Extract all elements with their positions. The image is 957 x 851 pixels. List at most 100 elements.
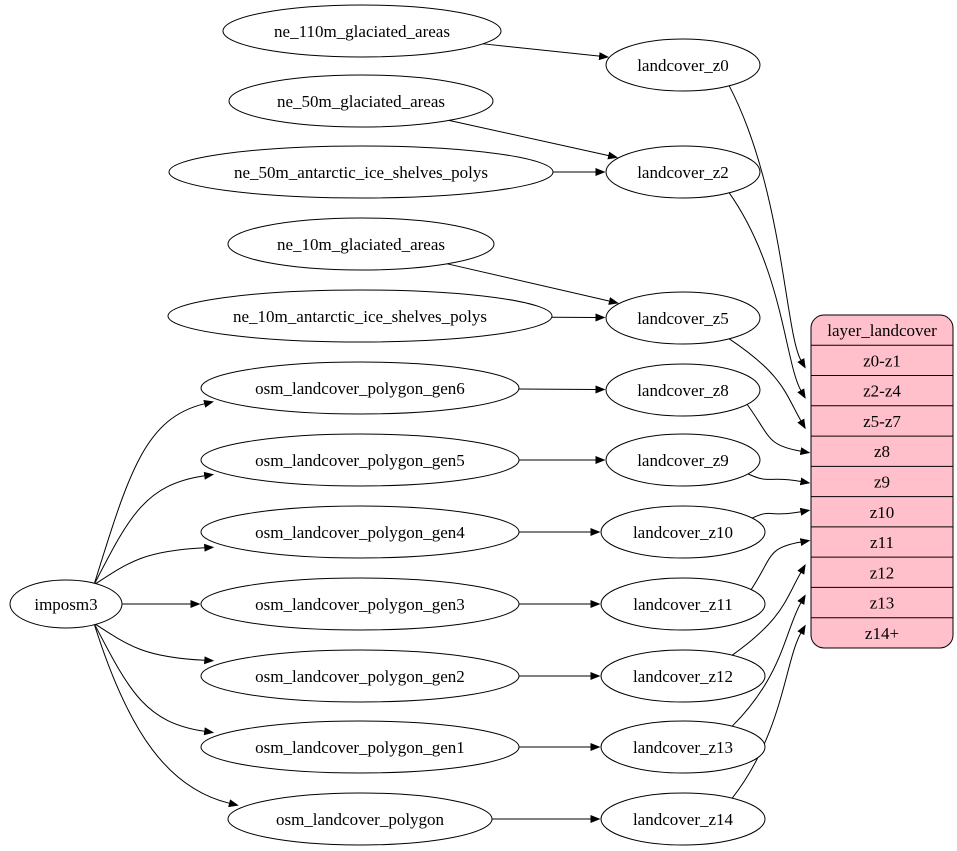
table-row-label: z14+ <box>865 624 899 643</box>
table-row-label: z8 <box>874 442 890 461</box>
node-ellipse <box>605 145 761 199</box>
node-ellipse <box>200 577 520 631</box>
edge-landcover_z0-to-row-z0-z1 <box>728 85 806 369</box>
node-ellipse <box>605 433 761 487</box>
edge-landcover_z13-to-row-z13 <box>731 594 806 727</box>
nodes-layer: imposm3 ne_110m_glaciated_areas ne_50m_gla… <box>9 4 766 846</box>
node-osm_landcover_polygon_gen3: osm_landcover_polygon_gen3 <box>200 577 520 631</box>
node-ellipse <box>600 649 766 703</box>
node-ne_50m_glaciated_areas: ne_50m_glaciated_areas <box>228 74 494 128</box>
node-label: ne_50m_glaciated_areas <box>277 92 445 111</box>
node-label: landcover_z11 <box>633 595 732 614</box>
node-landcover_z13: landcover_z13 <box>600 720 766 774</box>
edge-imposm3-to-osm_landcover_polygon_gen2 <box>93 622 215 665</box>
node-ellipse <box>605 363 761 417</box>
table-row-label: z12 <box>870 563 895 582</box>
node-label: osm_landcover_polygon_gen1 <box>255 738 465 757</box>
node-label: landcover_z2 <box>637 163 729 182</box>
node-ellipse <box>9 579 123 629</box>
node-landcover_z12: landcover_z12 <box>600 649 766 703</box>
node-osm_landcover_polygon_gen4: osm_landcover_polygon_gen4 <box>200 505 520 559</box>
table-row-label: z0-z1 <box>863 351 901 370</box>
node-label: landcover_z9 <box>637 451 729 470</box>
edge-ne_50m_glaciated_areas-to-landcover_z2 <box>448 119 619 160</box>
edge-landcover_z11-to-row-z11 <box>749 538 811 592</box>
edge-landcover_z8-to-row-z8 <box>745 402 811 456</box>
edge-landcover_z12-to-row-z12 <box>731 564 806 656</box>
node-label: landcover_z12 <box>633 667 733 686</box>
node-label: ne_10m_antarctic_ice_shelves_polys <box>233 307 487 326</box>
node-landcover_z5: landcover_z5 <box>605 291 761 345</box>
node-ellipse <box>227 792 493 846</box>
node-ellipse <box>200 505 520 559</box>
node-ellipse <box>228 74 494 128</box>
node-landcover_z10: landcover_z10 <box>600 505 766 559</box>
node-imposm3: imposm3 <box>9 579 123 629</box>
node-ellipse <box>200 361 520 415</box>
table-row-label: z11 <box>870 533 894 552</box>
node-ellipse <box>227 217 495 271</box>
edge-imposm3-to-osm_landcover_polygon_gen6 <box>93 399 214 585</box>
node-label: osm_landcover_polygon_gen2 <box>255 667 465 686</box>
node-osm_landcover_polygon_gen2: osm_landcover_polygon_gen2 <box>200 649 520 703</box>
node-landcover_z11: landcover_z11 <box>600 577 766 631</box>
node-label: osm_landcover_polygon <box>276 810 445 829</box>
edge-imposm3-to-osm_landcover_polygon <box>93 623 239 808</box>
node-ellipse <box>600 505 766 559</box>
node-landcover_z9: landcover_z9 <box>605 433 761 487</box>
node-ellipse <box>168 145 554 199</box>
node-ellipse <box>600 577 766 631</box>
node-label: osm_landcover_polygon_gen5 <box>255 451 465 470</box>
node-osm_landcover_polygon_gen5: osm_landcover_polygon_gen5 <box>200 433 520 487</box>
node-label: landcover_z14 <box>633 810 734 829</box>
node-ellipse <box>200 720 520 774</box>
node-label: osm_landcover_polygon_gen6 <box>255 379 465 398</box>
node-landcover_z2: landcover_z2 <box>605 145 761 199</box>
table-layer: layer_landcoverz0-z1z2-z4z5-z7z8z9z10z11… <box>810 314 954 649</box>
node-landcover_z8: landcover_z8 <box>605 363 761 417</box>
node-label: osm_landcover_polygon_gen4 <box>255 523 465 542</box>
edges-layer <box>93 43 811 823</box>
node-ellipse <box>605 291 761 345</box>
edge-landcover_z14-to-row-z14+ <box>731 624 806 799</box>
table-row-label: z9 <box>874 472 890 491</box>
table-row-label: z10 <box>870 503 895 522</box>
edge-landcover_z2-to-row-z2-z4 <box>728 192 806 399</box>
node-ne_10m_antarctic_ice_shelves_polys: ne_10m_antarctic_ice_shelves_polys <box>167 289 553 343</box>
edge-imposm3-to-osm_landcover_polygon_gen1 <box>93 622 215 736</box>
node-landcover_z14: landcover_z14 <box>600 792 766 846</box>
edge-landcover_z10-to-row-z10 <box>750 507 811 520</box>
table-title: layer_landcover <box>827 321 937 340</box>
node-label: ne_50m_antarctic_ice_shelves_polys <box>234 163 488 182</box>
edge-imposm3-to-osm_landcover_polygon_gen5 <box>93 471 215 586</box>
node-ne_110m_glaciated_areas: ne_110m_glaciated_areas <box>222 4 502 58</box>
node-label: landcover_z13 <box>633 738 733 757</box>
node-label: ne_110m_glaciated_areas <box>274 22 450 41</box>
node-label: landcover_z8 <box>637 381 729 400</box>
table-background <box>810 314 954 649</box>
node-osm_landcover_polygon_gen6: osm_landcover_polygon_gen6 <box>200 361 520 415</box>
node-label: landcover_z0 <box>637 56 729 75</box>
node-ellipse <box>600 792 766 846</box>
node-ellipse <box>200 433 520 487</box>
node-label: landcover_z10 <box>633 523 733 542</box>
edge-imposm3-to-osm_landcover_polygon_gen4 <box>93 543 215 586</box>
node-label: imposm3 <box>34 595 97 614</box>
edge-ne_10m_glaciated_areas-to-landcover_z5 <box>447 263 619 305</box>
table-node-layer-landcover: layer_landcoverz0-z1z2-z4z5-z7z8z9z10z11… <box>810 314 954 649</box>
node-ellipse <box>605 38 761 92</box>
edge-ne_110m_glaciated_areas-to-landcover_z0 <box>482 43 610 61</box>
node-label: osm_landcover_polygon_gen3 <box>255 595 465 614</box>
node-osm_landcover_polygon: osm_landcover_polygon <box>227 792 493 846</box>
node-ellipse <box>600 720 766 774</box>
table-row-label: z2-z4 <box>863 382 901 401</box>
node-osm_landcover_polygon_gen1: osm_landcover_polygon_gen1 <box>200 720 520 774</box>
node-ne_10m_glaciated_areas: ne_10m_glaciated_areas <box>227 217 495 271</box>
node-ellipse <box>222 4 502 58</box>
node-ne_50m_antarctic_ice_shelves_polys: ne_50m_antarctic_ice_shelves_polys <box>168 145 554 199</box>
table-row-label: z13 <box>870 594 895 613</box>
node-label: landcover_z5 <box>637 309 729 328</box>
node-ellipse <box>167 289 553 343</box>
edge-landcover_z9-to-row-z9 <box>745 472 811 486</box>
